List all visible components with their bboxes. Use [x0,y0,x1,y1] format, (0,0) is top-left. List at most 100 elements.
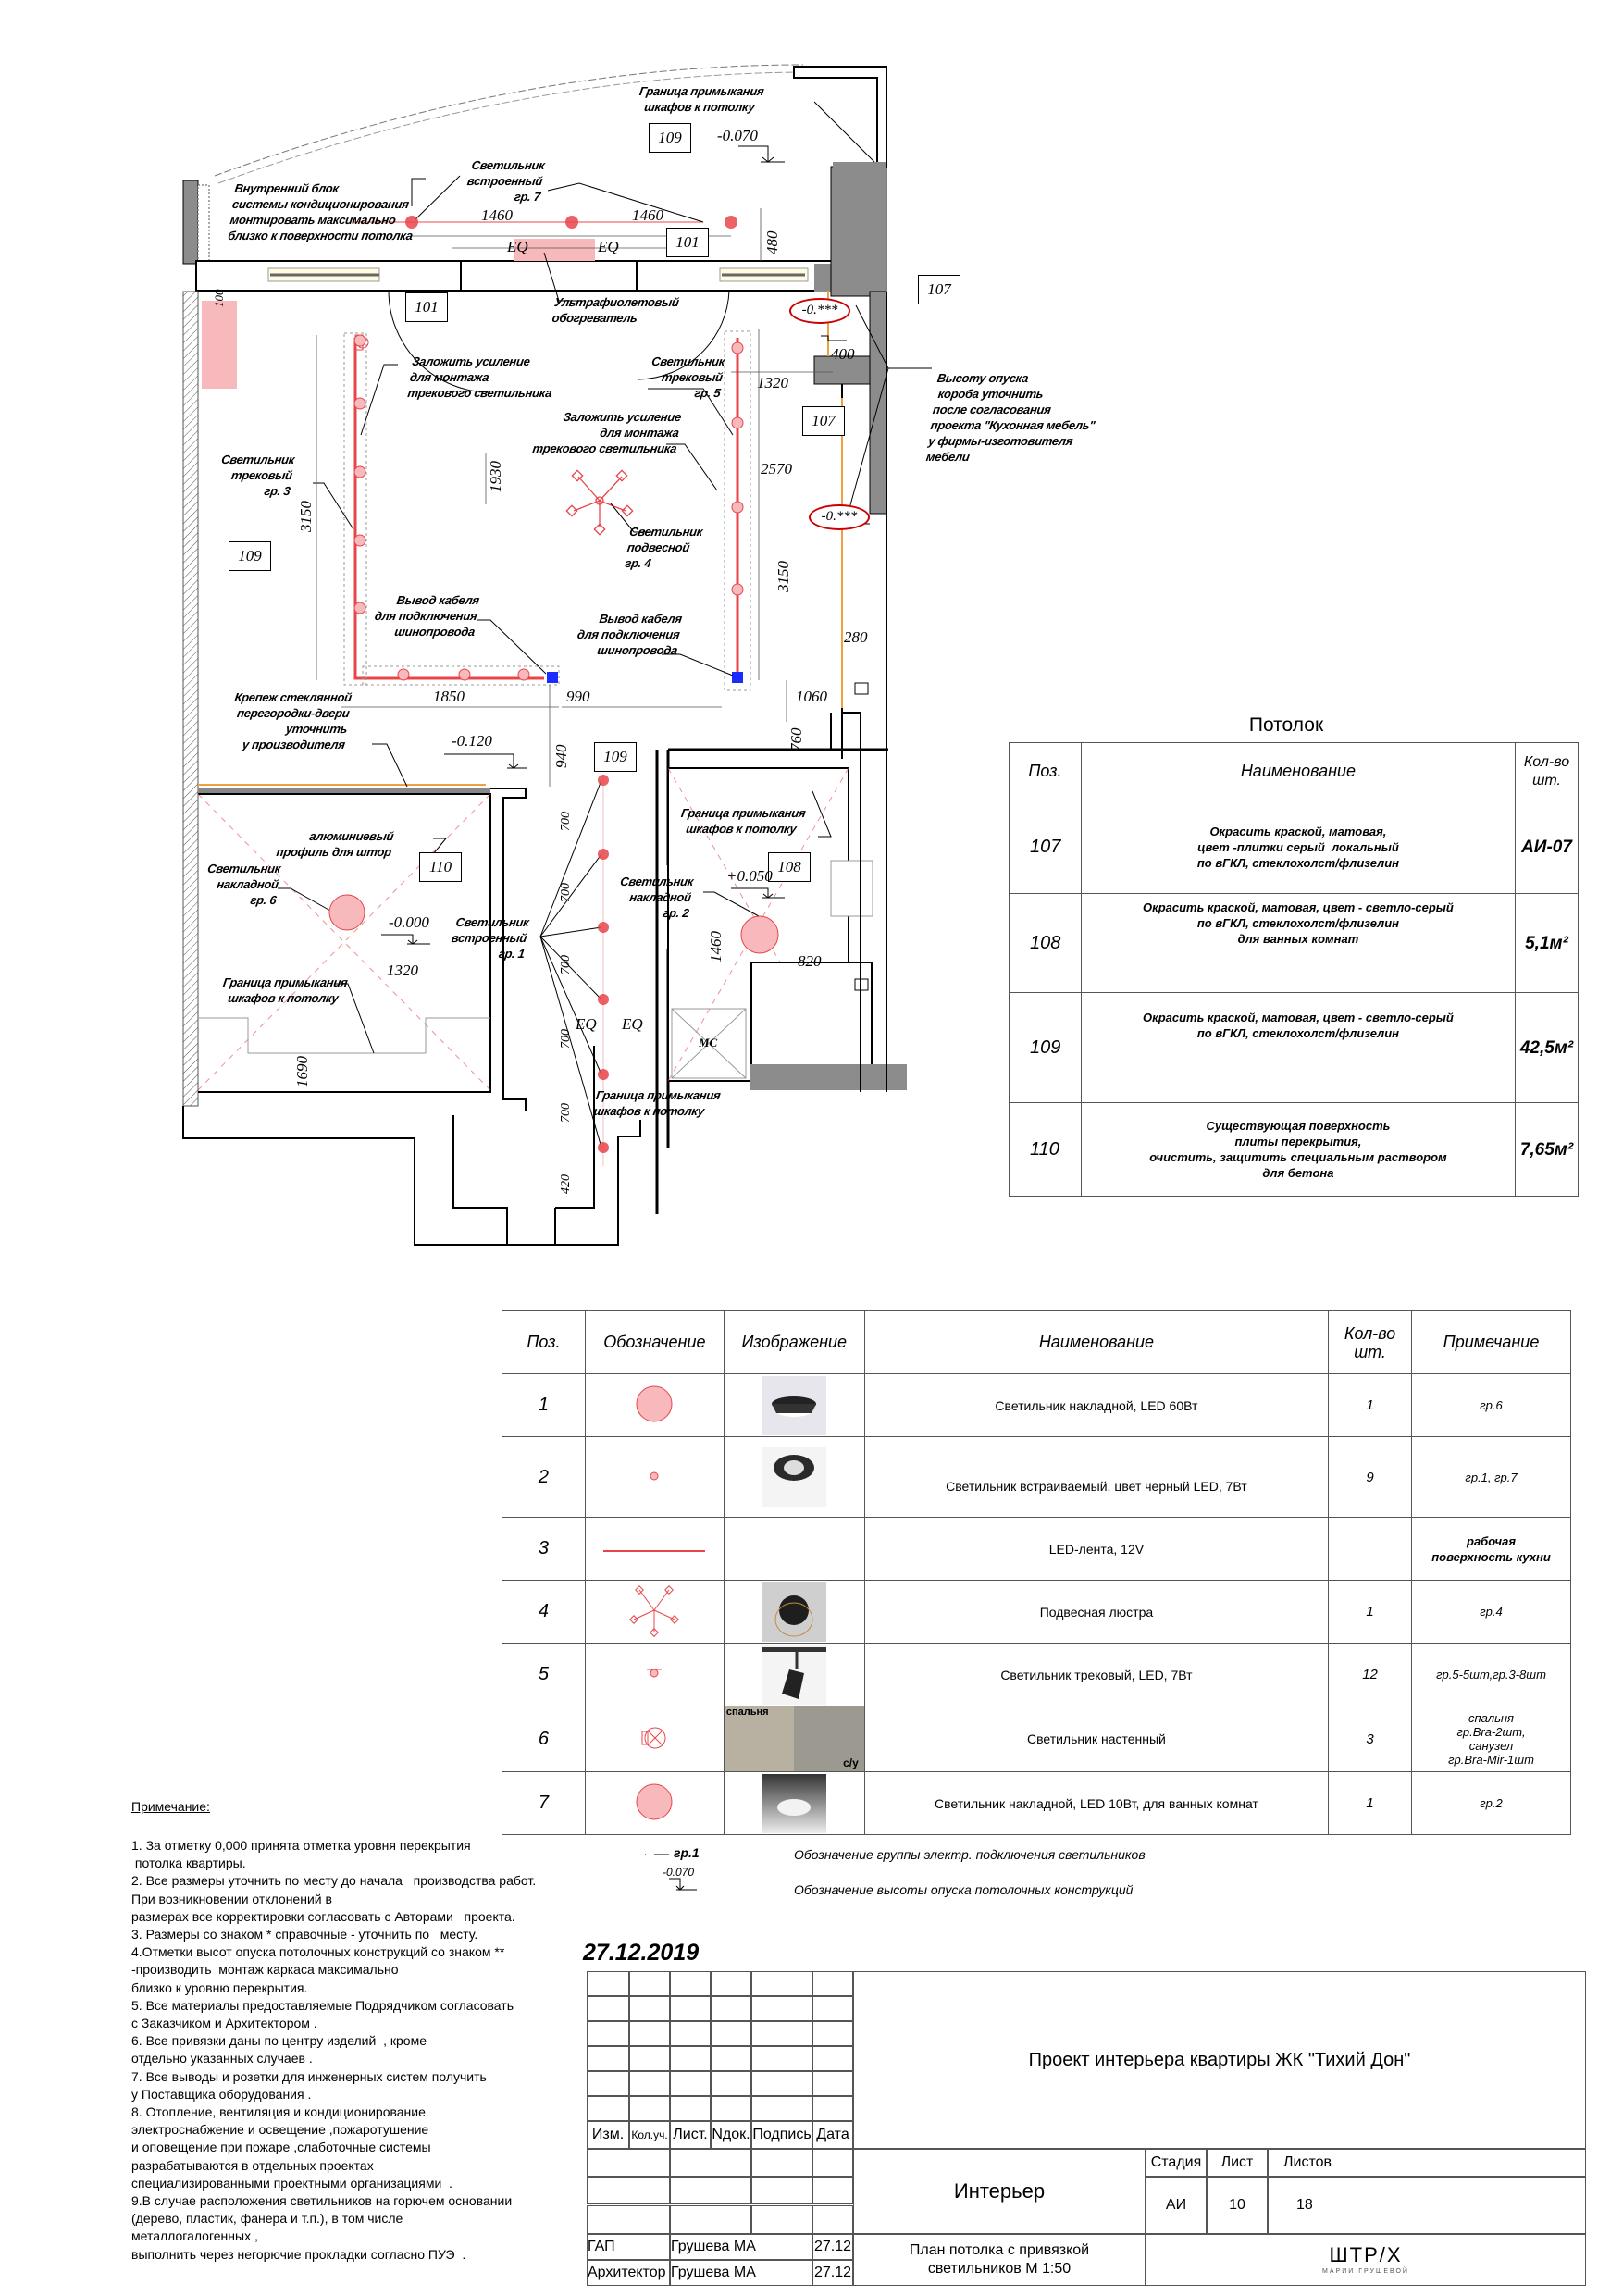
note-line: электроснабжение и освещение ,пожаротуше… [131,2122,429,2138]
rev-grid-cell [812,2096,853,2121]
notes-title: Примечание: [131,1799,210,1814]
cell-qty: 7,65м² [1515,1102,1579,1197]
cell-qty: АИ-07 [1515,800,1579,894]
rev-header: Лист. [673,2127,708,2142]
cell-symbol [584,1706,725,1772]
dimension: 480 [763,230,781,255]
note-glass-partition: Крепеж стеклянной перегородки-двери уточ… [233,690,353,751]
dimension: 990 [566,688,590,705]
project-title: Проект интерьера квартиры ЖК "Тихий Дон" [1028,2049,1411,2070]
recessed-lights [405,216,737,1153]
header-pos: Поз. [1009,742,1082,800]
cell-pos: 4 [502,1580,586,1644]
stage-label-cell: Стадия [1146,2149,1207,2177]
table-row: 5 Светильник трековый, LED, 7Вт 12 гр.5-… [502,1643,1571,1706]
door-swing [638,290,730,380]
cell-image [723,1771,865,1835]
dimension-lines [316,208,833,787]
rev-grid-cell [711,2021,751,2046]
chandelier-icon [629,1585,680,1637]
track-spots [353,334,744,681]
table-row: 6 спальня с/у Светильник настенный 3 спа… [502,1706,1571,1772]
cell-pos: 1 [502,1373,586,1437]
rev-grid-cell [629,2071,670,2096]
ceiling-table-title: Потолок [1248,714,1324,736]
logo-text: ШТР/Х [1329,2243,1403,2266]
rev-grid-cell [751,2021,812,2046]
outline [182,1106,641,1246]
ceiling-finish-table: Поз. Наименование Кол-во шт. 107 Окрасит… [1009,742,1579,1197]
cell-qty: 1 [1328,1373,1413,1437]
note-cable-output: Вывод кабеля для подключения шинопровода [576,612,683,657]
note-line: 9.В случае расположения светильников на … [131,2193,513,2209]
level-markers [381,145,870,945]
note-surface-gr6: Светильник накладной гр. 6 [206,862,282,907]
general-notes: 1. За отметку 0,000 принята отметка уров… [131,1837,536,2264]
fixture-photo [762,1582,827,1642]
note-line: При возникновении отклонений в [131,1891,332,1906]
sink [830,860,873,917]
role-name: Грушева МА [671,2265,756,2280]
bath-niche [750,962,873,1082]
rev-grid-cell [751,2205,812,2234]
wardrobe-walls [490,788,527,1111]
finish-tag: 109 [594,742,637,772]
drawing-title-cell: План потолка с привязкой светильников М … [853,2234,1146,2286]
rev-grid-cell [812,2205,853,2234]
dimension: 420 [559,1174,573,1194]
rev-grid-cell [812,2021,853,2046]
note-line: потолка квартиры. [131,1855,246,1871]
rev-header: Изм. [591,2127,625,2142]
rev-grid-cell [812,2149,853,2177]
logo-subtext: МАРИИ ГРУШЕВОЙ [1322,2268,1409,2275]
dimension: EQ [598,238,619,255]
cell-qty: 12 [1328,1643,1413,1706]
note-track-gr3: Светильник трековый гр. 3 [220,453,296,498]
sheets-value-cell: 18 [1268,2177,1586,2234]
finish-tag: 101 [405,292,448,322]
rev-grid-cell [587,1996,629,2021]
rev-grid-cell [587,2021,629,2046]
legend-group-sample: гр.1 [674,1845,700,1860]
cell-qty: 1 [1328,1580,1413,1644]
note-line: у Поставщика оборудования . [131,2086,312,2102]
header-pos: Поз. [502,1310,586,1374]
wall [869,291,887,515]
cell-note: рабочая поверхность кухни [1411,1517,1571,1581]
dimension: 400 [831,345,855,363]
role-date: 27.12 [813,2265,852,2280]
wall-light-icon [641,1727,666,1748]
rev-grid-cell [751,2177,812,2204]
cell-symbol [584,1580,725,1644]
sheet-value: 10 [1229,2197,1245,2213]
sheets-label: Листов [1283,2154,1332,2170]
fixture-schedule-table: Поз. Обозначение Изображение Наименовани… [502,1310,1571,1835]
cell-pos: 2 [502,1436,586,1518]
header-name: Наименование [1080,742,1517,800]
stage-value: АИ [1165,2197,1187,2213]
role-label-cell: ГАП [587,2234,670,2260]
cell-symbol [584,1643,725,1706]
uv-heater [514,239,595,261]
cell-symbol [584,1436,725,1518]
legend-group-desc: Обозначение группы электр. подключения с… [794,1847,1146,1862]
note-cabinet-border: Граница примыкания шкафов к потолку [638,84,765,114]
note-alu-profile: алюминиевый профиль для штор [275,829,395,859]
level-mark: -0.000 [389,913,429,931]
cell-symbol [584,1373,725,1437]
cell-pos: 109 [1009,992,1082,1103]
fixture-photo [762,1447,827,1507]
sheet-label-cell: Лист [1207,2149,1268,2177]
dimension: 820 [798,952,822,970]
dimension: 760 [787,727,805,752]
cell-name: Светильник накладной, LED 10Вт, для ванн… [863,1771,1330,1835]
note-pendant-gr4: Светильник подвесной гр. 4 [624,525,704,570]
cell-name: Светильник встраиваемый, цвет черный LED… [863,1436,1330,1518]
cell-image: спальня с/у [723,1706,865,1772]
role-date-cell: 27.12 [812,2234,853,2260]
note-cabinet-border: Граница примыкания шкафов к потолку [222,975,349,1005]
cell-image [723,1517,865,1581]
rev-header: Nдок. [712,2127,750,2142]
table-header-row: Поз. Обозначение Изображение Наименовани… [502,1310,1571,1374]
note-cable-output: Вывод кабеля для подключения шинопровода [373,593,480,639]
